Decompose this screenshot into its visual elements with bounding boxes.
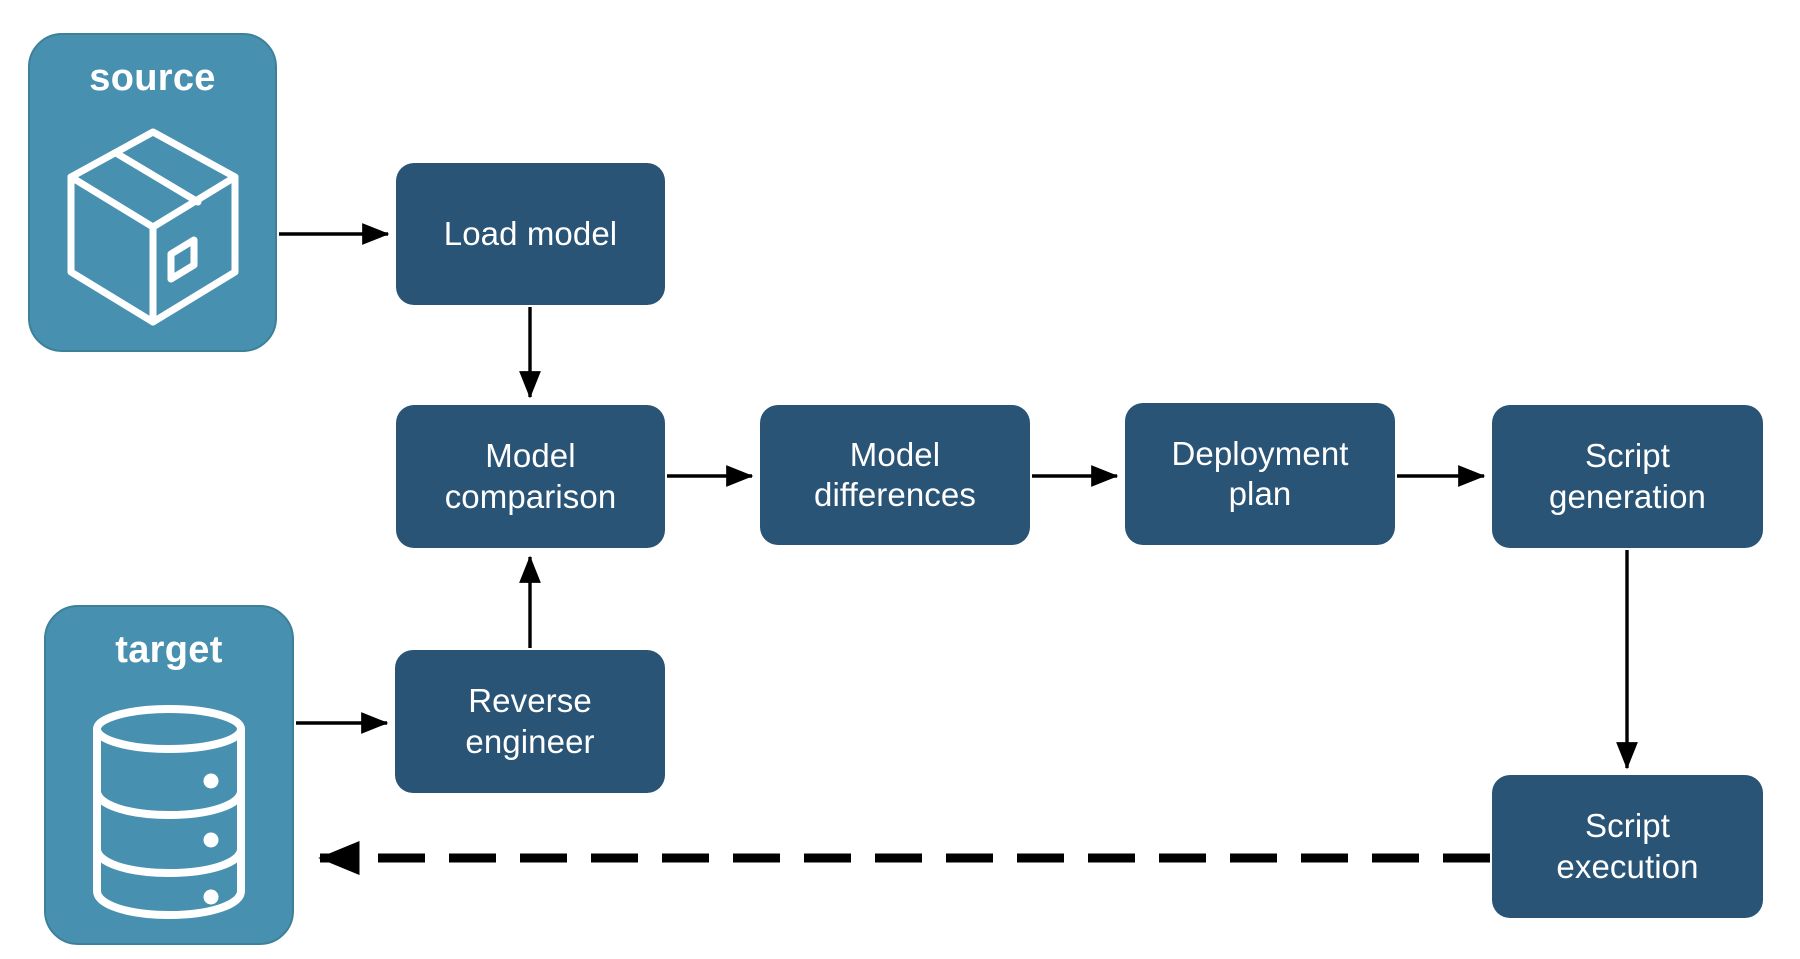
process-deployment-plan[interactable]: Deployment plan [1125, 403, 1395, 545]
process-load-model[interactable]: Load model [396, 163, 665, 305]
endpoint-source[interactable]: source [28, 33, 277, 352]
endpoint-target[interactable]: target [44, 605, 294, 945]
process-load-model-label: Load model [443, 214, 618, 252]
process-model-differences[interactable]: Model differences [760, 405, 1030, 545]
process-script-generation[interactable]: Script generation [1492, 405, 1763, 548]
package-box-icon [30, 104, 275, 350]
process-model-comparison-label: Model comparison [444, 437, 617, 515]
endpoint-source-label: source [89, 57, 216, 99]
process-deployment-plan-label: Deployment plan [1171, 434, 1349, 512]
database-cylinder-icon [46, 676, 292, 943]
process-script-execution[interactable]: Script execution [1492, 775, 1763, 918]
process-script-generation-label: Script generation [1549, 437, 1706, 515]
process-model-comparison[interactable]: Model comparison [396, 405, 665, 548]
process-model-differences-label: Model differences [814, 435, 976, 513]
process-reverse-engineer[interactable]: Reverse engineer [395, 650, 665, 793]
process-reverse-engineer-label: Reverse engineer [465, 682, 595, 760]
process-script-execution-label: Script execution [1556, 807, 1699, 885]
endpoint-target-label: target [115, 629, 223, 671]
